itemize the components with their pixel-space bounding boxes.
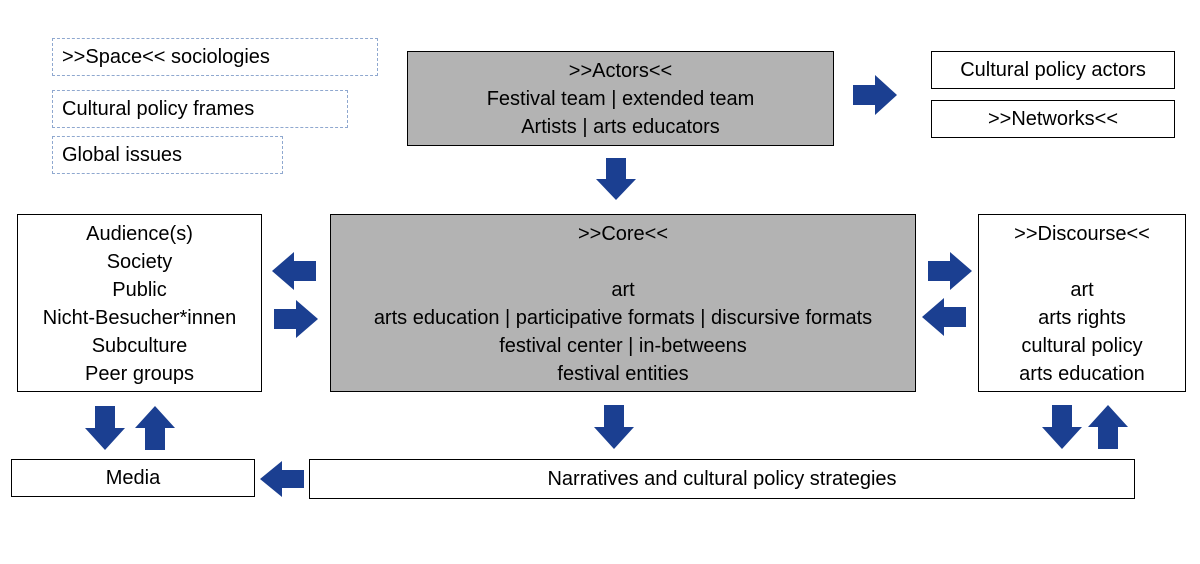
audience-item: Peer groups — [85, 363, 194, 385]
global-issues-label: Global issues — [62, 144, 183, 166]
actors-title: >>Actors<< — [568, 59, 673, 82]
core-item: festival center | in-betweens — [499, 335, 747, 357]
audience-item: Public — [112, 279, 167, 301]
core-title: >>Core<< — [577, 223, 669, 245]
discourse-item: art — [1070, 279, 1094, 301]
networks-box: >>Networks<< — [931, 100, 1175, 138]
arrow-narratives-to-media — [260, 461, 304, 497]
global-issues-box: Global issues — [52, 136, 283, 174]
arrow-narratives-to-discourse — [1088, 405, 1128, 449]
cultural-policy-frames-box: Cultural policy frames — [52, 90, 348, 128]
media-box: Media — [11, 459, 255, 497]
arrow-core-to-discourse — [928, 252, 972, 290]
audience-box: Audience(s) Society Public Nicht-Besuche… — [17, 214, 262, 392]
arrow-actors-to-core — [596, 158, 636, 200]
arrow-audience-to-media — [85, 406, 125, 450]
media-label: Media — [105, 467, 161, 489]
arrow-discourse-to-core — [922, 298, 966, 336]
actors-line-2: Artists | arts educators — [521, 115, 720, 138]
audience-item: Nicht-Besucher*innen — [42, 307, 237, 329]
networks-label: >>Networks<< — [987, 108, 1119, 130]
space-sociologies-box: >>Space<< sociologies — [52, 38, 378, 76]
narratives-label: Narratives and cultural policy strategie… — [547, 468, 897, 490]
audience-item: Audience(s) — [86, 223, 193, 245]
actors-line-1: Festival team | extended team — [486, 87, 755, 110]
arrow-actors-to-policy-actors — [853, 75, 897, 115]
core-box: >>Core<< art arts education | participat… — [330, 214, 916, 392]
actors-box: >>Actors<< Festival team | extended team… — [407, 51, 834, 146]
core-item: festival entities — [557, 363, 689, 385]
core-item: arts education | participative formats |… — [373, 307, 873, 329]
discourse-item: arts rights — [1038, 307, 1126, 329]
audience-item: Subculture — [91, 335, 188, 357]
discourse-item: arts education — [1019, 363, 1145, 385]
arrow-core-to-narratives — [594, 405, 634, 449]
cultural-policy-actors-box: Cultural policy actors — [931, 51, 1175, 89]
cultural-policy-frames-label: Cultural policy frames — [62, 98, 255, 120]
cultural-policy-actors-label: Cultural policy actors — [960, 59, 1146, 81]
narratives-box: Narratives and cultural policy strategie… — [309, 459, 1135, 499]
space-sociologies-label: >>Space<< sociologies — [62, 46, 270, 68]
discourse-item: cultural policy — [1021, 335, 1143, 357]
arrow-core-to-audience — [272, 252, 316, 290]
discourse-box: >>Discourse<< art arts rights cultural p… — [978, 214, 1186, 392]
discourse-title: >>Discourse<< — [1014, 223, 1150, 245]
arrow-media-to-audience — [135, 406, 175, 450]
core-item: art — [611, 279, 635, 301]
arrow-audience-to-core — [274, 300, 318, 338]
arrow-discourse-to-narratives — [1042, 405, 1082, 449]
audience-item: Society — [106, 251, 173, 273]
